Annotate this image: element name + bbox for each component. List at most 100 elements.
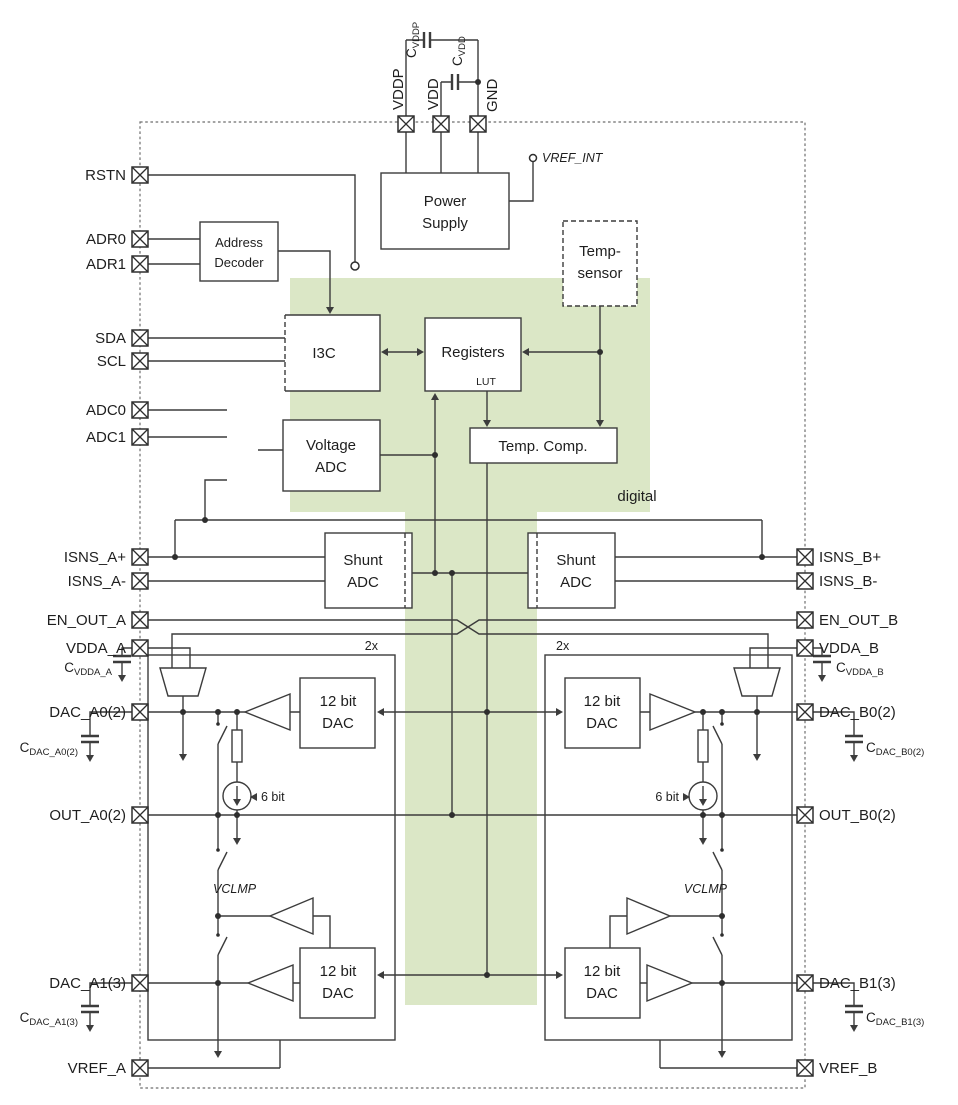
capacitor-icon: [113, 654, 131, 664]
temp-comp-label: Temp. Comp.: [498, 438, 587, 455]
capacitor-icon: [845, 1004, 863, 1014]
channel-a-circuit: [148, 667, 331, 1069]
temp-sensor-block: [562, 220, 638, 307]
pin-label-adr0: ADR0: [86, 231, 126, 248]
dac-b1-block: [564, 947, 641, 1019]
vclmp-a-label: VCLMP: [213, 882, 257, 896]
pin-icon: [796, 639, 814, 657]
pin-icon: [796, 806, 814, 824]
pin-icon: [131, 572, 149, 590]
temp-sensor-label: Temp-: [579, 243, 621, 260]
power-supply-label: Power: [424, 193, 467, 210]
svg-text:Decoder: Decoder: [214, 255, 264, 270]
resistor-a-icon: [231, 729, 243, 763]
pin-icon: [131, 639, 149, 657]
dac-b0-label: 12 bit: [584, 693, 622, 710]
dac-b1-label: 12 bit: [584, 963, 622, 980]
svg-text:ADC: ADC: [315, 459, 347, 476]
labels: CVDDP CVDD VDDP VDD GND VREF_INT RSTN AD…: [20, 22, 925, 1077]
i3c-block: [285, 314, 381, 392]
vref-int-label: VREF_INT: [542, 151, 604, 165]
switch-a-icons: [217, 725, 228, 956]
cap-label-c-vdda-a: CVDDA_A: [64, 660, 112, 678]
pin-label-out-a0: OUT_A0(2): [49, 807, 126, 824]
channel-a-box: [147, 654, 396, 1041]
analog-digital-boundary: [404, 533, 538, 608]
i3c-label: I3C: [312, 345, 336, 362]
pin-icon: [131, 166, 149, 184]
pin-label-vddp: VDDP: [390, 68, 407, 110]
svg-text:DAC: DAC: [322, 715, 354, 732]
address-decoder-block: [199, 221, 279, 282]
top-power-wiring: [405, 32, 538, 202]
pin-label-vdd: VDD: [425, 78, 442, 110]
dac-b0-block: [564, 677, 641, 749]
switch-b-icons: [712, 725, 723, 956]
pin-label-isns-b-minus: ISNS_B-: [819, 573, 877, 590]
pin-label-dac-b0: DAC_B0(2): [819, 704, 896, 721]
buffer-a0-icon: [243, 692, 291, 732]
pin-label-isns-a-plus: ISNS_A+: [64, 549, 126, 566]
decoupling-caps: [81, 647, 863, 1025]
junction-dots: [172, 79, 765, 986]
cap-label-c-vdda-b: CVDDA_B: [836, 660, 884, 678]
pin-icon: [131, 974, 149, 992]
pin-icon: [131, 230, 149, 248]
digital-region-label: digital: [617, 488, 656, 505]
pin-icon: [796, 548, 814, 566]
pin-icon: [131, 428, 149, 446]
pin-icon: [131, 401, 149, 419]
dac-a1-block: [299, 947, 376, 1019]
pin-icon: [432, 115, 450, 133]
mux-b-icon: [733, 667, 781, 697]
dac-a0-block: [299, 677, 376, 749]
registers-label: Registers: [441, 344, 504, 361]
voltage-adc-label: Voltage: [306, 437, 356, 454]
pin-icon: [796, 611, 814, 629]
pin-label-rstn: RSTN: [85, 167, 126, 184]
vclmp-amp-a-icon: [268, 896, 314, 936]
pin-icon: [131, 329, 149, 347]
temp-comp-block: [469, 427, 618, 464]
chip-boundary: [139, 121, 806, 1089]
pin-icon: [131, 548, 149, 566]
cap-label-c-dac-b0: CDAC_B0(2): [866, 740, 924, 758]
capacitor-icon: [422, 32, 460, 90]
mult-b-label: 2x: [556, 639, 570, 653]
pin-icon: [131, 352, 149, 370]
pin-label-dac-a0: DAC_A0(2): [49, 704, 126, 721]
capacitor-icon: [81, 734, 99, 744]
mult-a-label: 2x: [365, 639, 379, 653]
channel-b-box: [544, 654, 793, 1041]
pin-icon: [131, 255, 149, 273]
pin-icon: [796, 974, 814, 992]
shunt-adc-b-block: [527, 532, 616, 609]
pin-label-en-out-b: EN_OUT_B: [819, 612, 898, 629]
registers-block: [424, 317, 522, 392]
bit6-a-label: 6 bit: [261, 790, 285, 804]
arrowheads: [86, 307, 858, 1058]
svg-text:DAC: DAC: [322, 985, 354, 1002]
channel-b-circuit: [609, 667, 797, 1069]
lut-label: LUT: [476, 376, 496, 388]
pin-icon: [796, 572, 814, 590]
svg-text:ADC: ADC: [347, 574, 379, 591]
buffer-b0-icon: [649, 692, 697, 732]
pin-label-adc1: ADC1: [86, 429, 126, 446]
svg-text:Supply: Supply: [422, 215, 468, 232]
pin-label-scl: SCL: [97, 353, 126, 370]
pin-label-adr1: ADR1: [86, 256, 126, 273]
dac-a0-label: 12 bit: [320, 693, 358, 710]
pin-label-dac-a1: DAC_A1(3): [49, 975, 126, 992]
buffer-a1-icon: [246, 963, 294, 1003]
rstn-bubble-icon: [350, 261, 360, 271]
vclmp-amp-b-icon: [626, 896, 672, 936]
pin-icon: [131, 611, 149, 629]
left-signal-wires: [148, 174, 797, 582]
pin-label-en-out-a: EN_OUT_A: [47, 612, 126, 629]
capacitor-icon: [813, 654, 831, 664]
address-decoder-label: Address: [215, 235, 263, 250]
power-supply-block: [380, 172, 510, 250]
blocks: [199, 172, 641, 1019]
